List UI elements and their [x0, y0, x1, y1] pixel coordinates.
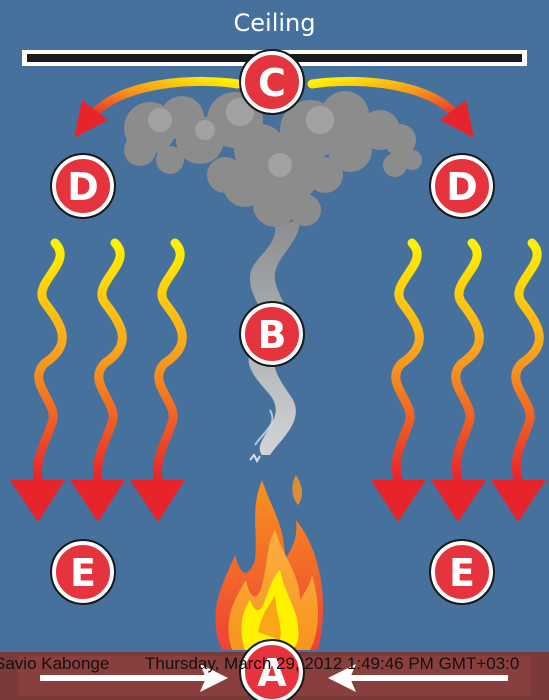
radiant-heat-right	[391, 238, 544, 485]
marker-b: B	[239, 301, 305, 367]
author-text: Savio Kabonge	[0, 654, 110, 673]
air-inflow-right-arrowhead	[328, 664, 356, 692]
marker-d-left-label: D	[67, 165, 99, 209]
marker-e-right-label: E	[449, 551, 475, 595]
marker-e-left: E	[50, 539, 116, 605]
radiant-heat-right-heads	[371, 480, 546, 522]
radiant-heat-left	[32, 238, 187, 485]
marker-c: C	[239, 49, 305, 115]
smoke-cloud-highlights	[148, 98, 334, 177]
ceiling-jet-left-arrow	[85, 76, 243, 123]
ceiling-jet-right-arrowhead	[440, 100, 474, 138]
marker-e-right: E	[429, 539, 495, 605]
air-inflow-left-arrowhead	[200, 664, 228, 692]
marker-c-label: C	[258, 61, 286, 105]
marker-b-label: B	[258, 313, 287, 357]
fire-flames	[215, 475, 324, 650]
marker-e-left-label: E	[70, 551, 96, 595]
ceiling-label: Ceiling	[233, 9, 316, 37]
timestamp-text: Thursday, March 29, 2012 1:49:46 PM GMT+…	[145, 654, 520, 673]
ceiling-jet-left-arrowhead	[74, 100, 108, 138]
marker-a: A	[239, 639, 305, 700]
marker-d-right: D	[429, 153, 495, 219]
radiant-heat-left-heads	[10, 480, 185, 522]
marker-d-right-label: D	[446, 165, 478, 209]
ceiling-jet-right-arrow	[307, 76, 463, 123]
marker-d-left: D	[50, 153, 116, 219]
marker-a-label: A	[257, 651, 287, 695]
